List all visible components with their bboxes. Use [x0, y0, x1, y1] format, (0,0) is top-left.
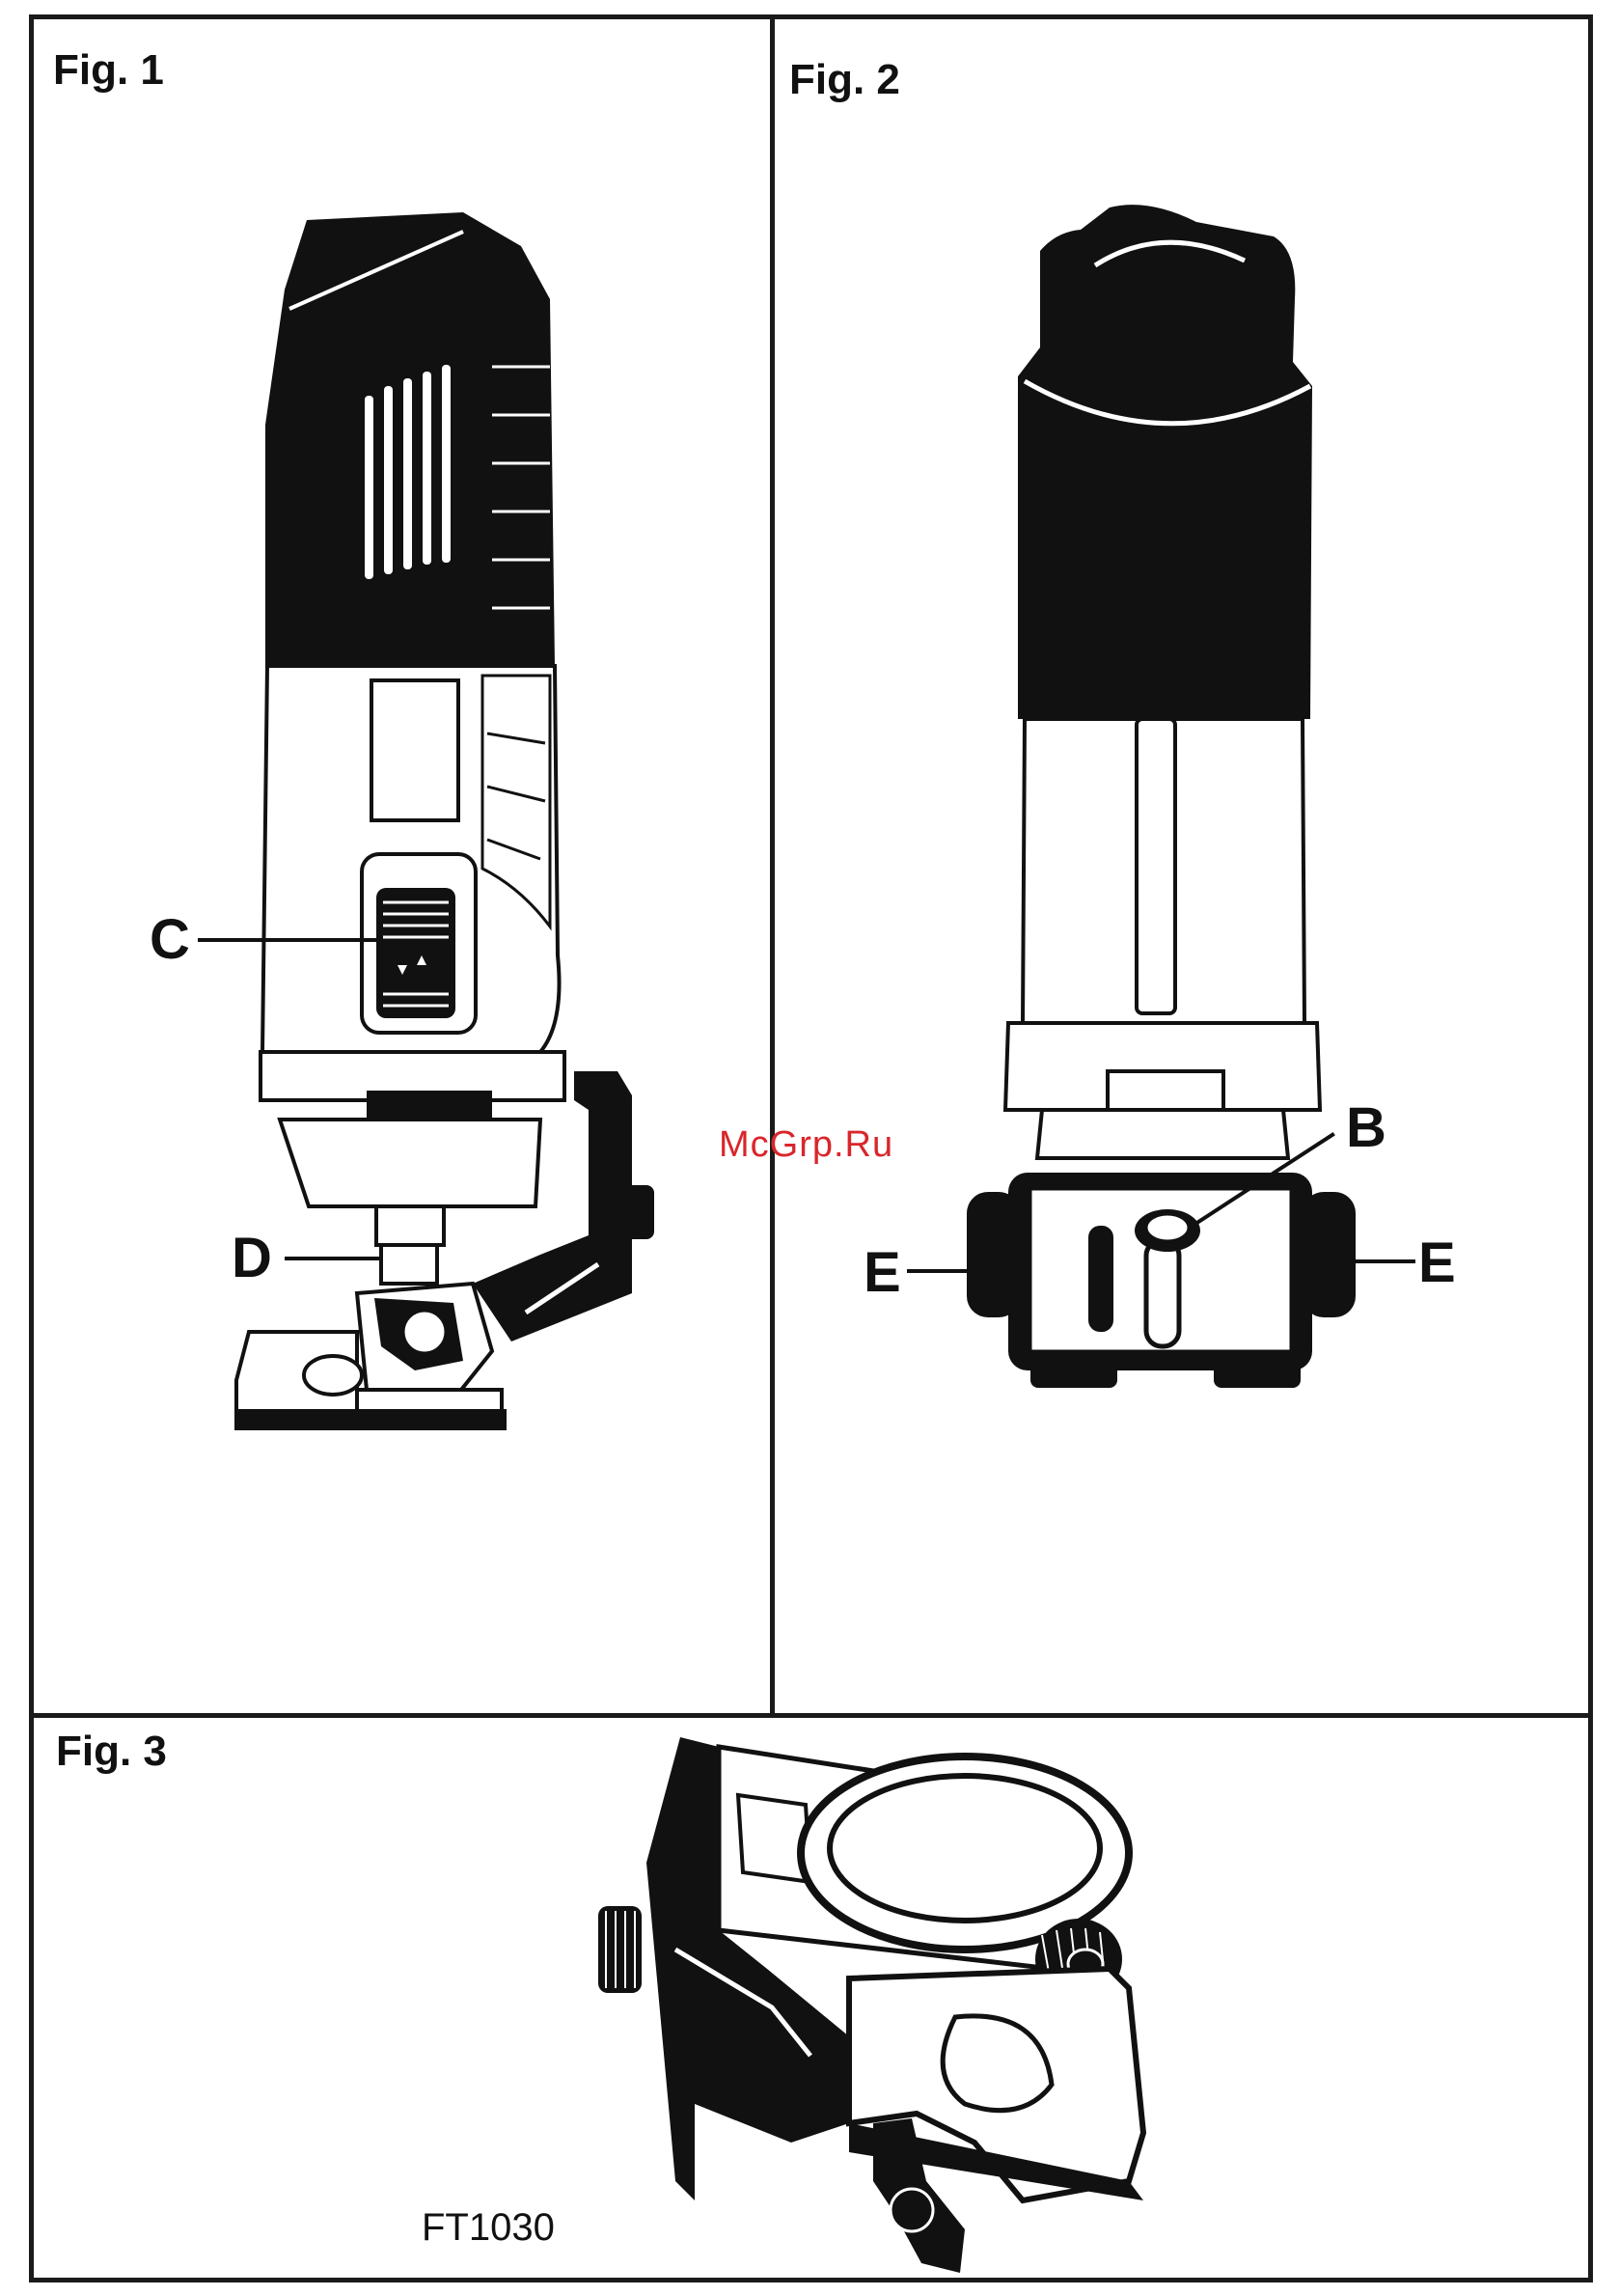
model-number: FT1030	[422, 2206, 555, 2250]
